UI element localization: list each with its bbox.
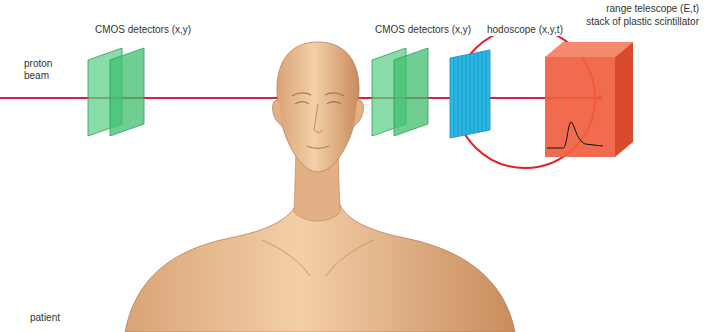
beam-segment bbox=[434, 97, 450, 99]
hodoscope-fiber bbox=[462, 56, 463, 136]
cmos-plate bbox=[110, 48, 144, 136]
range-telescope-side bbox=[615, 42, 633, 157]
hodoscope-fiber bbox=[466, 55, 467, 135]
head bbox=[277, 42, 359, 172]
detector-label: stack of plastic scintillator bbox=[585, 15, 700, 28]
right-ear bbox=[354, 100, 363, 126]
node-heading: CMOS detectors (x,y) bbox=[94, 23, 192, 36]
hodoscope-fiber bbox=[454, 57, 455, 137]
detector-label: CMOS detectors (x,y) bbox=[374, 23, 472, 36]
range-telescope-shape bbox=[545, 42, 633, 157]
detector-label: hodoscope (x,y,t) bbox=[486, 23, 564, 36]
range-telescope-front bbox=[545, 57, 615, 157]
hodoscope-fiber bbox=[478, 52, 479, 132]
signal-pulse bbox=[547, 122, 603, 148]
hodoscope-plate bbox=[450, 50, 490, 138]
hodoscope-shape bbox=[450, 50, 492, 140]
cmos-detector-pair-shape bbox=[372, 48, 434, 138]
detector-label: range telescope (E,t) bbox=[585, 2, 700, 15]
detector-label: CMOS detectors (x,y) bbox=[94, 23, 192, 36]
eyebrows bbox=[292, 93, 344, 96]
node-heading: hodoscope (x,y,t) bbox=[486, 23, 564, 36]
hodoscope-fiber bbox=[486, 51, 487, 131]
mouth bbox=[307, 146, 329, 148]
hodoscope-fiber bbox=[482, 52, 483, 132]
cmos-plate bbox=[394, 48, 428, 136]
range-telescope: range telescope (E,t)stack of plastic sc… bbox=[545, 42, 633, 157]
hodoscope-fiber bbox=[470, 54, 471, 134]
collarbones bbox=[262, 240, 374, 276]
eyes bbox=[295, 102, 341, 104]
cmos-detector-pair: CMOS detectors (x,y) bbox=[88, 48, 150, 138]
node-heading: range telescope (E,t)stack of plastic sc… bbox=[585, 2, 700, 28]
hodoscope: hodoscope (x,y,t) bbox=[450, 50, 492, 140]
hodoscope-fiber bbox=[474, 53, 475, 133]
nose bbox=[314, 104, 323, 132]
patient-label: patient bbox=[30, 312, 90, 324]
cmos-detector-pair: CMOS detectors (x,y) bbox=[372, 48, 434, 138]
hodoscope-fiber bbox=[458, 56, 459, 136]
node-heading: CMOS detectors (x,y) bbox=[374, 23, 472, 36]
beam-segment bbox=[492, 97, 545, 99]
left-ear bbox=[273, 100, 282, 126]
cmos-detector-pair-shape bbox=[88, 48, 150, 138]
beam-label: proton beam bbox=[24, 58, 64, 82]
